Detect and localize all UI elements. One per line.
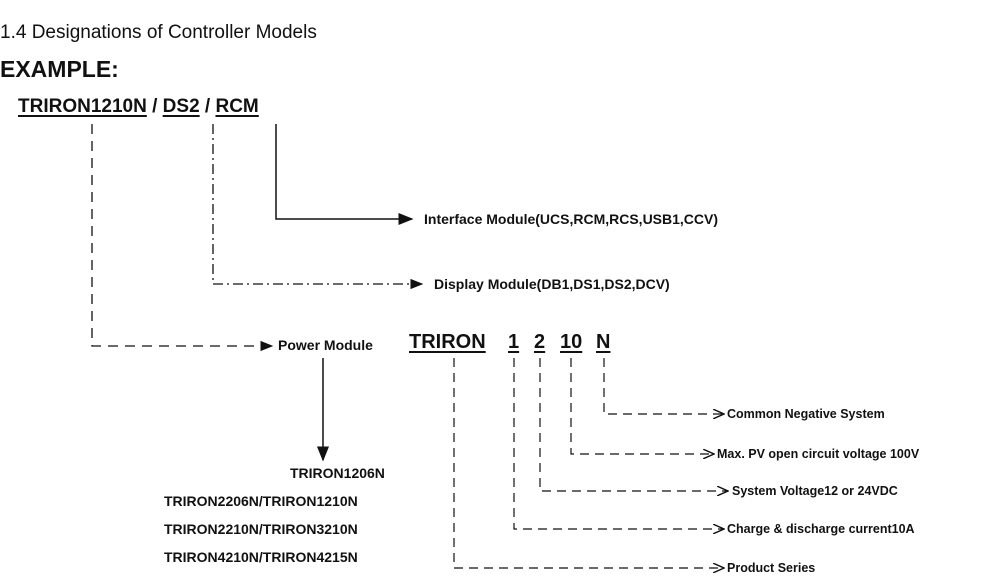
interface-module-label: Interface Module(UCS,RCM,RCS,USB1,CCV) bbox=[424, 211, 719, 227]
desc-system-voltage: System Voltage12 or 24VDC bbox=[732, 484, 898, 498]
line-10 bbox=[570, 358, 714, 454]
model-code-sep-2: / bbox=[199, 96, 216, 117]
line-interface bbox=[275, 124, 414, 225]
model-code-sep-1: / bbox=[146, 96, 163, 117]
model-code: TRIRON1210N / DS2 / RCM bbox=[18, 96, 259, 118]
model-item: TRIRON1206N bbox=[290, 465, 385, 481]
model-item: TRIRON2210N/TRIRON3210N bbox=[164, 521, 358, 537]
model-item: TRIRON4210N/TRIRON4215N bbox=[164, 549, 358, 565]
code-part-voltage: 2 bbox=[534, 331, 546, 353]
desc-common-negative: Common Negative System bbox=[727, 407, 885, 421]
model-code-display: DS2 bbox=[162, 96, 200, 117]
code-part-series: TRIRON bbox=[409, 331, 486, 353]
model-code-interface: RCM bbox=[215, 96, 259, 117]
code-part-n: N bbox=[596, 331, 611, 353]
model-item: TRIRON2206N/TRIRON1210N bbox=[164, 493, 358, 509]
section-heading: 1.4 Designations of Controller Models bbox=[0, 22, 317, 43]
line-2 bbox=[539, 358, 728, 491]
line-n bbox=[603, 358, 724, 414]
display-module-label: Display Module(DB1,DS1,DS2,DCV) bbox=[434, 276, 670, 292]
power-module-label: Power Module bbox=[278, 337, 373, 353]
desc-max-pv-voltage: Max. PV open circuit voltage 100V bbox=[717, 447, 920, 461]
code-part-pv: 10 bbox=[560, 331, 583, 353]
desc-charge-current: Charge & discharge current10A bbox=[727, 522, 915, 536]
desc-product-series: Product Series bbox=[727, 561, 816, 575]
line-power bbox=[91, 124, 274, 352]
model-code-power: TRIRON1210N bbox=[18, 96, 147, 117]
line-display bbox=[212, 124, 424, 290]
code-part-current: 1 bbox=[508, 331, 520, 353]
line-triron bbox=[453, 358, 724, 568]
example-label: EXAMPLE: bbox=[0, 56, 119, 82]
line-1 bbox=[513, 358, 724, 529]
